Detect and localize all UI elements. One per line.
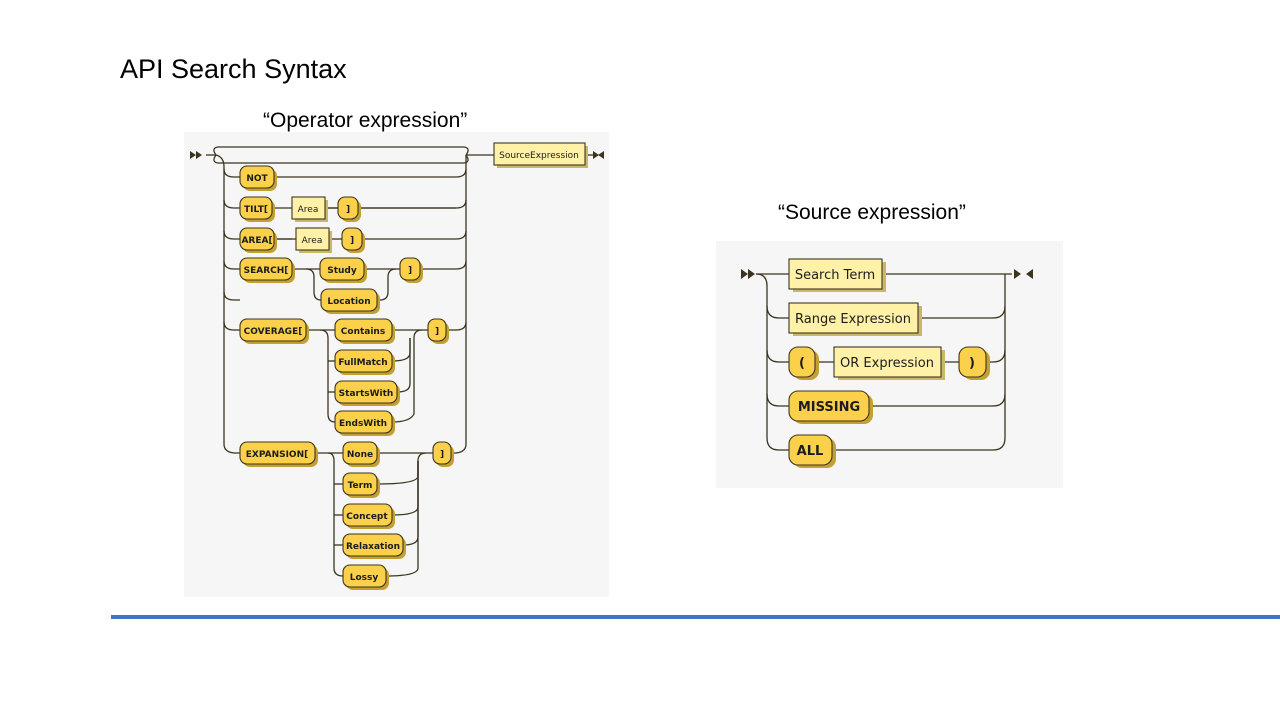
end-arrow-icon: [593, 151, 599, 159]
or-expression-nonterminal: OR Expression: [833, 346, 945, 380]
open-paren-terminal: (: [788, 346, 819, 380]
location-terminal: Location: [320, 288, 380, 314]
search-terminal: SEARCH[: [239, 257, 295, 283]
startswith-terminal: StartsWith: [334, 380, 400, 406]
fullmatch-terminal: FullMatch: [334, 349, 395, 375]
location-label: Location: [327, 297, 370, 307]
endswith-terminal: EndsWith: [334, 410, 395, 436]
study-terminal: Study: [319, 257, 367, 283]
operator-expression-svg: SourceExpression NOT TILT[ Area ] AREA[: [190, 142, 604, 590]
start-arrow-icon-2: [748, 269, 755, 279]
area-label: AREA[: [241, 236, 272, 246]
relaxation-label: Relaxation: [346, 542, 400, 552]
relaxation-terminal: Relaxation: [342, 533, 406, 559]
lossy-terminal: Lossy: [342, 564, 389, 590]
operator-expression-diagram: SourceExpression NOT TILT[ Area ] AREA[: [184, 132, 609, 597]
search-close-bracket-label: ]: [408, 266, 412, 276]
all-terminal: ALL: [788, 434, 836, 468]
start-arrow-icon: [741, 269, 748, 279]
source-expression-svg: Search Term Range Expression ( OR Expres…: [741, 258, 1033, 468]
area-terminal: AREA[: [239, 227, 277, 253]
area-area-label: Area: [302, 236, 323, 246]
search-term-nonterminal: Search Term: [788, 258, 886, 292]
area-close-bracket-terminal: ]: [341, 227, 365, 253]
contains-label: Contains: [341, 327, 385, 337]
range-expression-nonterminal: Range Expression: [788, 302, 922, 336]
source-expression-caption: “Source expression”: [778, 201, 966, 224]
expansion-close-bracket-terminal: ]: [432, 441, 454, 467]
coverage-terminal: COVERAGE[: [239, 318, 309, 344]
missing-label: MISSING: [798, 400, 860, 415]
expansion-terminal: EXPANSION[: [239, 441, 318, 467]
footer-accent-rule: [111, 615, 1280, 619]
slide-title: API Search Syntax: [120, 54, 347, 84]
not-label: NOT: [246, 174, 268, 184]
search-close-bracket-terminal: ]: [399, 257, 423, 283]
start-arrow-icon-2: [196, 151, 202, 159]
endswith-label: EndsWith: [339, 419, 387, 429]
open-paren-label: (: [799, 356, 805, 371]
tilt-close-bracket-terminal: ]: [337, 196, 361, 222]
tilt-label: TILT[: [244, 205, 268, 215]
lossy-label: Lossy: [350, 573, 379, 583]
all-label: ALL: [797, 444, 824, 459]
fullmatch-label: FullMatch: [338, 358, 387, 368]
startswith-label: StartsWith: [339, 389, 394, 399]
source-expression-nonterminal: SourceExpression: [493, 142, 588, 168]
expansion-label: EXPANSION[: [246, 450, 308, 460]
coverage-close-bracket-label: ]: [435, 327, 439, 337]
tilt-area-nonterminal: Area: [291, 196, 328, 222]
not-terminal: NOT: [239, 165, 277, 191]
none-label: None: [347, 450, 373, 460]
or-expression-label: OR Expression: [840, 356, 934, 371]
term-terminal: Term: [342, 472, 380, 498]
end-arrow-icon: [1014, 269, 1021, 279]
source-expression-diagram: Search Term Range Expression ( OR Expres…: [716, 241, 1063, 488]
missing-terminal: MISSING: [788, 390, 873, 424]
area-area-nonterminal: Area: [295, 227, 332, 253]
coverage-label: COVERAGE[: [244, 327, 303, 337]
end-arrow-icon-2: [1026, 269, 1033, 279]
none-terminal: None: [342, 441, 380, 467]
search-term-label: Search Term: [795, 268, 875, 283]
term-label: Term: [348, 481, 373, 491]
operator-expression-caption: “Operator expression”: [263, 109, 468, 132]
search-label: SEARCH[: [244, 266, 289, 276]
start-arrow-icon: [190, 151, 196, 159]
expansion-close-bracket-label: ]: [440, 450, 444, 460]
area-close-bracket-label: ]: [350, 236, 354, 246]
range-expression-label: Range Expression: [795, 312, 911, 327]
study-label: Study: [327, 266, 357, 276]
concept-terminal: Concept: [342, 503, 395, 529]
tilt-terminal: TILT[: [239, 196, 275, 222]
tilt-close-bracket-label: ]: [346, 205, 350, 215]
close-paren-terminal: ): [958, 346, 990, 380]
contains-terminal: Contains: [334, 318, 395, 344]
concept-label: Concept: [346, 512, 388, 522]
close-paren-label: ): [969, 356, 975, 371]
coverage-close-bracket-terminal: ]: [427, 318, 449, 344]
source-expression-label: SourceExpression: [499, 151, 579, 161]
end-arrow-icon-2: [598, 151, 604, 159]
tilt-area-label: Area: [298, 205, 319, 215]
